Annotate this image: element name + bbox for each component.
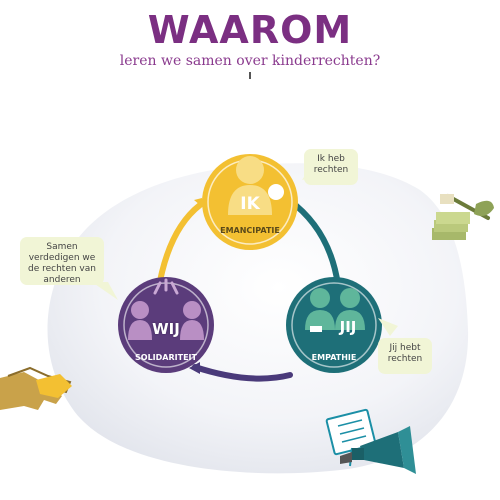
wij-short-label: WIJ [152, 320, 180, 338]
bubble-tail-wij [92, 282, 118, 300]
jij-name-label: EMPATHIE [311, 353, 357, 362]
arrowhead-wij [189, 362, 200, 374]
jij-circle [286, 277, 382, 373]
bubble-jij: Jij hebt rechten [378, 338, 432, 374]
person-icon [236, 156, 264, 184]
handshake-icon [0, 366, 72, 410]
ik-name-label: EMANCIPATIE [220, 226, 280, 235]
speech-icon [268, 184, 284, 200]
wij-circle [118, 277, 214, 373]
jij-short-label: JIJ [339, 318, 357, 336]
background-blob [47, 163, 469, 474]
wij-name-label: SOLIDARITEIT [135, 353, 197, 362]
person-icon [310, 288, 330, 308]
ik-circle [202, 154, 298, 250]
raised-hands-icon [153, 278, 179, 295]
page-title: WAAROM [147, 8, 353, 52]
pointing-hand-icon [310, 326, 322, 332]
divider-tick [249, 72, 251, 79]
bubble-wij: Samen verdedigen we de rechten van ander… [20, 237, 104, 285]
money-shovel-icon [432, 194, 494, 240]
person-icon [131, 301, 149, 319]
arrow-jij-to-wij [192, 364, 293, 382]
person-icon [340, 288, 360, 308]
ik-short-label: IK [240, 194, 260, 214]
megaphone-icon [340, 426, 416, 474]
bubble-tail-jij [378, 318, 398, 336]
clipboard-icon [325, 408, 377, 467]
person-icon [183, 301, 201, 319]
page-subtitle: leren we samen over kinderrechten? [119, 53, 381, 69]
bubble-ik: Ik heb rechten [304, 149, 358, 185]
